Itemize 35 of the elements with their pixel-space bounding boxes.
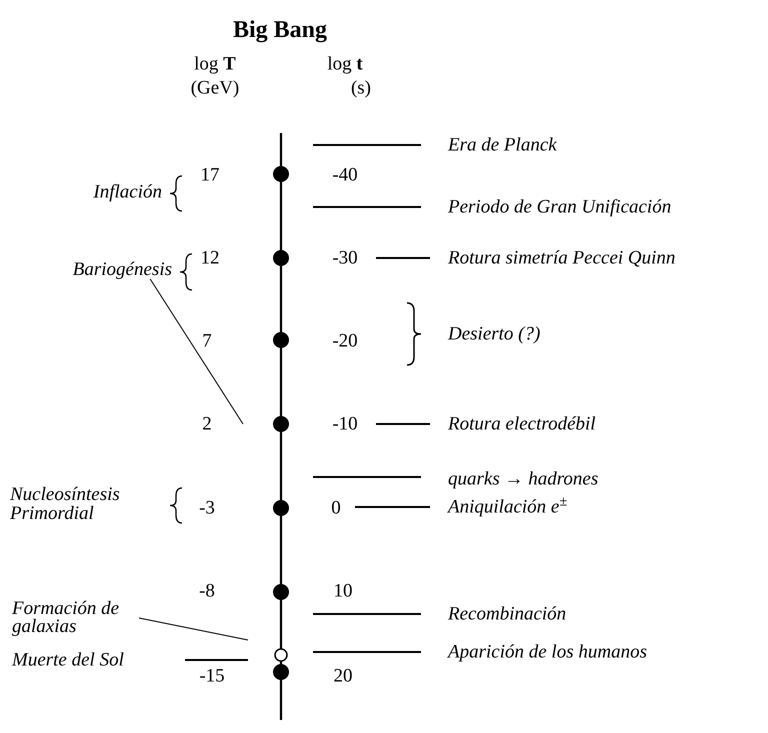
temperature-value: -8 xyxy=(199,582,215,600)
temperature-value: 17 xyxy=(200,166,220,184)
time-value: 0 xyxy=(331,498,341,518)
era-label: Formación de galaxias xyxy=(12,600,137,636)
era-label: Nucleosíntesis Primordial xyxy=(10,485,121,523)
era-label: Era de Planck xyxy=(448,136,557,154)
event-label: quarks → hadrones xyxy=(448,470,598,488)
event-label: Aniquilación e$^{±}$ xyxy=(448,498,568,516)
era-label: Inflación xyxy=(93,182,162,202)
time-value: 20 xyxy=(334,666,352,686)
title: Big Bang xyxy=(232,16,328,45)
time-value: -30 xyxy=(332,248,358,268)
temperature-value: -3 xyxy=(199,498,215,518)
axis-unit: (GeV) xyxy=(190,78,240,98)
axis-unit: (s) xyxy=(350,78,371,98)
temperature-value: -15 xyxy=(199,666,225,686)
time-value: 10 xyxy=(334,582,352,600)
leader-line xyxy=(150,278,244,424)
event-label: Recombinación xyxy=(448,604,566,624)
era-label: Desierto (?) xyxy=(448,324,540,344)
temperature-value: 7 xyxy=(202,332,212,350)
era-label: Periodo de Gran Unificación xyxy=(448,198,672,216)
time-value: -20 xyxy=(332,332,358,350)
axis-heading: log t xyxy=(327,54,363,74)
event-label: Muerte del Sol xyxy=(12,650,124,670)
event-label: Rotura electrodébil xyxy=(448,414,596,434)
event-label: Aparición de los humanos xyxy=(448,642,647,662)
era-label: Bariogénesis xyxy=(72,260,172,280)
time-value: -40 xyxy=(332,166,358,184)
leader-line xyxy=(138,618,248,640)
event-label: Rotura simetría Peccei Quinn xyxy=(448,248,676,268)
time-value: -10 xyxy=(332,414,358,434)
temperature-value: 2 xyxy=(202,414,212,434)
temperature-value: 12 xyxy=(200,248,220,268)
axis-heading: log T xyxy=(194,54,236,74)
